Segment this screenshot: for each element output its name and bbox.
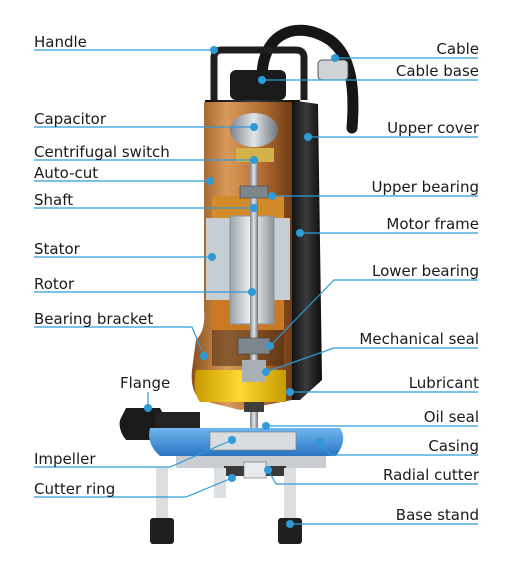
- leader-lines: [34, 49, 478, 525]
- centrifugal-switch-shape: [236, 148, 274, 162]
- motor-frame-shape: [290, 100, 322, 400]
- label-base-stand: Base stand: [395, 506, 479, 524]
- label-upper-cover: Upper cover: [387, 119, 479, 137]
- label-auto-cut: Auto-cut: [34, 164, 99, 182]
- label-radial-cutter: Radial cutter: [382, 466, 479, 484]
- handle-shape: [210, 46, 308, 100]
- leader-mechanical-seal: [265, 347, 478, 373]
- lubricant-shape: [194, 370, 286, 402]
- cable-clamp: [317, 59, 349, 81]
- label-lower-bearing: Lower bearing: [371, 262, 479, 280]
- leader-casing: [319, 441, 478, 456]
- label-cable-base: Cable base: [395, 62, 479, 80]
- leader-bearing-bracket: [34, 326, 205, 357]
- label-handle: Handle: [34, 33, 87, 51]
- upper-bearing-shape: [239, 185, 269, 199]
- cable-base-shape: [230, 70, 286, 100]
- leader-radial-cutter: [267, 469, 478, 485]
- label-stator: Stator: [34, 240, 80, 258]
- label-capacitor: Capacitor: [34, 110, 107, 128]
- label-mechanical-seal: Mechanical seal: [359, 330, 479, 348]
- impeller-shape: [209, 431, 297, 451]
- leader-markers: [144, 46, 339, 528]
- label-shaft: Shaft: [34, 191, 74, 209]
- label-cable: Cable: [436, 40, 479, 58]
- label-lubricant: Lubricant: [408, 374, 479, 392]
- leader-cutter-ring: [34, 477, 233, 498]
- label-centrifugal-switch: Centrifugal switch: [34, 143, 170, 161]
- label-impeller: Impeller: [34, 450, 96, 468]
- leader-lower-bearing: [269, 279, 478, 347]
- oil-seal-shape: [244, 402, 264, 412]
- base-stands: [150, 468, 302, 544]
- label-motor-frame: Motor frame: [386, 215, 479, 233]
- shaft-shape: [250, 160, 258, 450]
- label-bearing-bracket: Bearing bracket: [34, 310, 154, 328]
- label-upper-bearing: Upper bearing: [371, 178, 480, 196]
- label-casing: Casing: [428, 437, 479, 455]
- lower-bearing-shape: [237, 337, 271, 355]
- label-cutter-ring: Cutter ring: [34, 480, 116, 498]
- label-flange: Flange: [120, 374, 171, 392]
- stator-winding-top: [212, 196, 284, 218]
- label-oil-seal: Oil seal: [423, 408, 479, 426]
- label-rotor: Rotor: [34, 275, 75, 293]
- leader-impeller: [34, 439, 233, 468]
- radial-cutter-shape: [243, 461, 267, 479]
- mechanical-seal-shape: [242, 360, 266, 382]
